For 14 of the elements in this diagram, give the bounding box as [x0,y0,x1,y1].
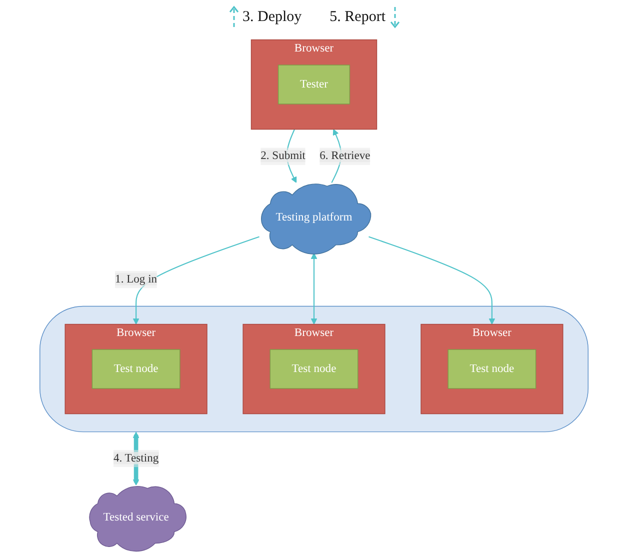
arrow [310,252,318,325]
cluster [40,306,588,432]
arrow [132,236,260,325]
node-box: Tester [278,64,350,104]
edge-label: 2. Submit [260,150,306,162]
arrow [368,236,496,325]
edge-label: 6. Retrieve [320,150,370,162]
node-box: Test node [448,349,536,389]
node-box: Test node [92,349,180,389]
note-label: 3. Deploy [242,8,302,26]
edge-label: 4. Testing [113,452,159,464]
note-label: 5. Report [330,8,386,26]
node-box: Test node [270,349,358,389]
edge-label: 1. Log in [115,273,158,286]
